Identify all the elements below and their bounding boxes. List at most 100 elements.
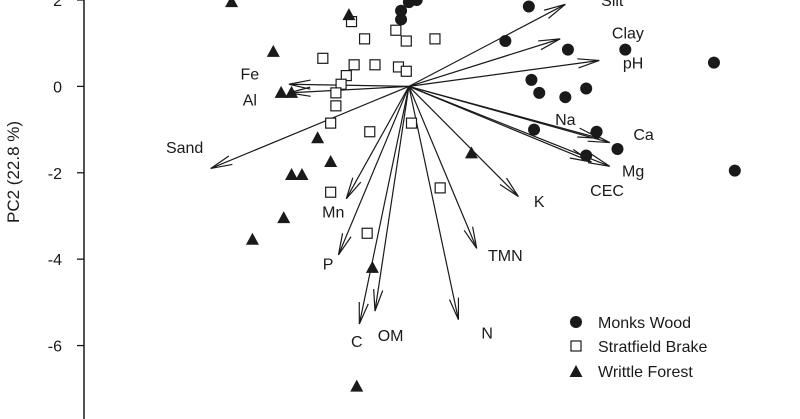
vector-arrowhead: [463, 226, 478, 249]
data-point-filled-circle: [499, 35, 512, 48]
legend-item-stratfield-brake: Stratfield Brake: [570, 339, 707, 356]
vector-arrowhead: [337, 233, 352, 256]
vector-label-mg: Mg: [622, 164, 644, 181]
vector-arrowhead: [577, 127, 600, 139]
vector-arrowhead: [538, 38, 561, 51]
vector-label-fe: Fe: [240, 66, 259, 83]
data-point-filled-triangle: [277, 211, 291, 224]
data-point-open-square: [330, 100, 342, 112]
data-point-filled-circle: [580, 82, 593, 95]
vector-line: [408, 86, 460, 320]
vector-label-k: K: [534, 194, 545, 211]
data-point-filled-circle: [395, 4, 408, 17]
data-point-filled-triangle: [285, 85, 299, 98]
legend-item-writtle-forest: Writtle Forest: [569, 364, 693, 381]
data-point-filled-triangle: [311, 131, 325, 144]
data-point-filled-triangle: [342, 8, 356, 21]
legend-marker-filled-triangle: [569, 365, 583, 377]
vector-arrowhead: [577, 58, 600, 69]
data-point-filled-triangle: [285, 167, 299, 180]
data-point-filled-triangle: [464, 146, 478, 159]
data-point-filled-triangle: [225, 0, 239, 8]
vector-label-n: N: [481, 326, 493, 343]
y-tick-label: -6: [48, 339, 62, 356]
vector-line: [337, 86, 410, 256]
vector-label-p: P: [323, 256, 334, 273]
series-writtle-forest: [225, 0, 478, 392]
data-point-filled-circle: [522, 0, 535, 13]
vector-cec: [408, 85, 592, 163]
data-point-open-square: [325, 186, 337, 198]
vector-k: [408, 85, 519, 198]
data-point-filled-circle: [410, 0, 423, 6]
vector-clay: [408, 38, 561, 87]
data-point-filled-circle: [619, 43, 632, 56]
vector-fe: [288, 79, 409, 90]
vector-label-ph: pH: [623, 56, 643, 73]
data-point-filled-circle: [728, 164, 741, 177]
data-point-filled-circle: [525, 73, 538, 86]
data-point-filled-triangle: [295, 167, 309, 180]
y-tick-label: 0: [53, 79, 62, 96]
vector-sand: [210, 85, 410, 170]
data-point-open-square: [434, 182, 446, 194]
vector-line: [288, 85, 409, 94]
data-point-open-square: [429, 33, 441, 45]
vector-label-om: OM: [378, 328, 404, 345]
data-point-filled-triangle: [274, 85, 288, 98]
vector-label-tmn: TMN: [488, 248, 523, 265]
legend-marker-filled-circle: [570, 316, 582, 328]
vector-arrowhead: [543, 3, 566, 19]
data-point-filled-circle: [395, 13, 408, 26]
vector-line: [408, 3, 566, 87]
vector-line: [408, 85, 519, 197]
y-axis-ticks: 20-2-4-6: [48, 0, 84, 356]
data-point-filled-circle: [559, 91, 572, 104]
data-point-filled-triangle: [245, 232, 259, 245]
y-tick-label: -2: [48, 166, 62, 183]
vector-silt: [408, 3, 566, 87]
vector-arrowhead: [373, 289, 384, 312]
vector-arrowhead: [499, 177, 519, 198]
vector-n: [408, 86, 460, 320]
vector-label-mn: Mn: [322, 205, 344, 222]
legend-label: Stratfield Brake: [598, 339, 707, 356]
vector-c: [358, 86, 410, 325]
vector-label-silt: Silt: [601, 0, 624, 10]
axes: 20-2-4-6 PC2 (22.8 %): [4, 0, 85, 419]
vector-ph: [408, 58, 600, 87]
data-point-open-square: [400, 35, 412, 47]
legend-label: Writtle Forest: [598, 364, 693, 381]
vector-label-clay: Clay: [612, 25, 644, 42]
data-point-filled-circle: [561, 43, 574, 56]
vector-arrowhead: [358, 301, 369, 325]
data-point-open-square: [405, 117, 418, 129]
vector-al: [288, 85, 409, 97]
series-monks-wood: [395, 0, 741, 177]
data-point-open-square: [348, 59, 360, 71]
vector-arrowhead: [345, 177, 362, 200]
data-point-filled-triangle: [324, 154, 338, 167]
vector-arrowhead: [587, 153, 610, 167]
vector-label-cec: CEC: [590, 183, 624, 200]
legend: Monks Wood Stratfield Brake Writtle Fore…: [569, 315, 707, 381]
data-point-filled-triangle: [350, 379, 364, 392]
legend-item-monks-wood: Monks Wood: [570, 315, 691, 332]
vector-arrowhead: [569, 149, 592, 163]
vector-label-ca: Ca: [633, 127, 654, 144]
vector-tmn: [408, 86, 478, 249]
vector-line: [408, 85, 592, 163]
data-point-filled-circle: [707, 56, 720, 69]
vector-line: [408, 59, 600, 87]
legend-label: Monks Wood: [598, 315, 691, 332]
data-point-filled-circle: [611, 143, 624, 156]
vector-line: [288, 83, 409, 87]
vector-om: [373, 86, 410, 312]
data-point-open-square: [369, 59, 381, 71]
vector-line: [408, 85, 610, 144]
vector-line: [210, 85, 410, 170]
vector-line: [345, 86, 410, 199]
vector-arrowhead: [288, 79, 311, 90]
data-point-open-square: [364, 126, 376, 138]
